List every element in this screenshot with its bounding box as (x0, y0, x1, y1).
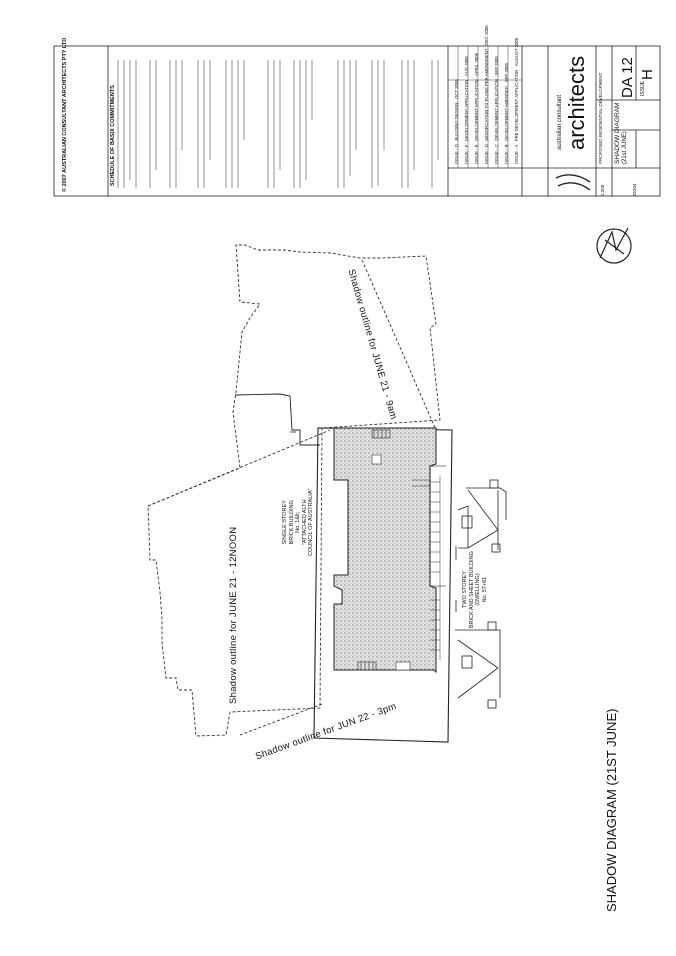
shadow-outline-9am (147, 259, 437, 736)
job-number: 25204 (632, 183, 637, 196)
shadow-outline-noon (147, 244, 441, 737)
issue-label: ISSUE (640, 80, 646, 96)
drawing-subtitle: (21st JUNE) (622, 131, 628, 164)
adjacent-building-outline (234, 393, 320, 446)
firm-logo-icon (555, 174, 591, 191)
scale-value: 1:200 (600, 184, 605, 196)
revision-table: ISSUE - D BUILDING DESIGN OCT 2006 ISSUE… (454, 25, 519, 164)
project-name: PROPOSED RESIDENTIAL DEVELOPMENT (598, 72, 603, 164)
proposed-building (333, 427, 437, 674)
copyright-note: © 2007 AUSTRALIAN CONSULTANT ARCHITECTS … (62, 37, 68, 192)
drawing-title: SHADOW DIAGRAM (614, 102, 621, 164)
issue-letter: H (639, 69, 656, 80)
north-arrow-icon (596, 227, 632, 264)
neighbour-dwellings (455, 479, 507, 709)
notes-heading: SCHEDULE OF BASIX COMMITMENTS (110, 85, 116, 186)
drawing-number: DA 12 (619, 57, 636, 98)
firm-name-large: architects (564, 55, 589, 150)
firm-name-small: australian consultant (557, 94, 563, 150)
